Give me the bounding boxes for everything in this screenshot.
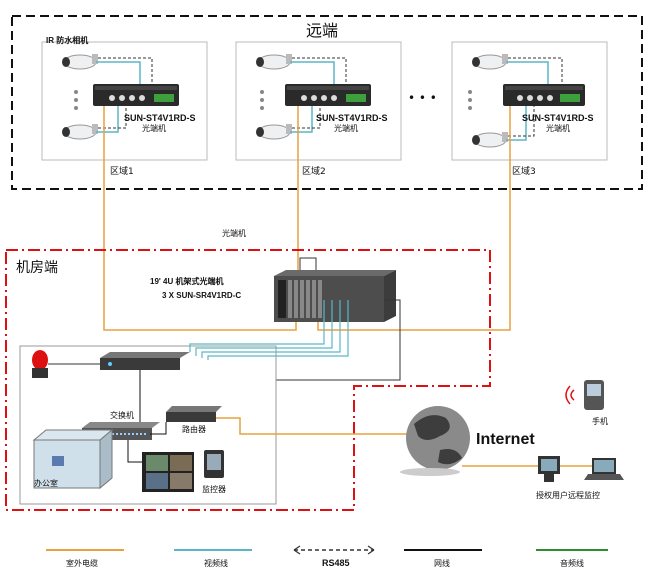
wireless-signal-icon bbox=[565, 385, 575, 405]
zone-3-devices bbox=[468, 54, 585, 148]
camera-icon bbox=[62, 54, 98, 70]
switch-label: 交换机 bbox=[110, 410, 134, 420]
machine-room-title: 机房端 bbox=[16, 260, 58, 276]
remote-user-label: 授权用户远程监控 bbox=[536, 490, 600, 500]
ir-camera-label: IR 防水相机 bbox=[46, 35, 88, 45]
legend-rs485: RS485 bbox=[322, 558, 350, 568]
alarm-light-icon bbox=[32, 350, 48, 378]
zone-2-label: 区域2 bbox=[302, 165, 326, 177]
desktop-pc-icon bbox=[538, 456, 560, 482]
remote-site-title: 远端 bbox=[306, 21, 338, 40]
camera-icon bbox=[62, 124, 98, 140]
internet-label: Internet bbox=[476, 431, 535, 448]
zone-2-model: SUN-ST4V1RD-S bbox=[316, 113, 388, 123]
zone-1-label: 区域1 bbox=[110, 165, 134, 177]
dvr-icon bbox=[100, 352, 190, 370]
zone-2-device-label: 光端机 bbox=[334, 123, 358, 133]
zone-3-model: SUN-ST4V1RD-S bbox=[522, 113, 594, 123]
zone-1-model: SUN-ST4V1RD-S bbox=[124, 113, 196, 123]
rack-receiver-icon bbox=[274, 270, 396, 322]
globe-icon bbox=[400, 406, 470, 476]
zone-2-devices bbox=[256, 54, 371, 140]
camera-icon bbox=[256, 54, 292, 70]
monitor-label: 监控器 bbox=[202, 484, 226, 494]
camera-icon bbox=[472, 54, 508, 70]
monitor-icon bbox=[204, 450, 224, 478]
monitor-wall-icon bbox=[142, 452, 194, 492]
office-label: 办公室 bbox=[34, 478, 58, 488]
rs485-rack-line bbox=[299, 257, 317, 270]
router-label: 路由器 bbox=[182, 424, 206, 434]
zone-1-devices bbox=[62, 54, 179, 140]
legend-audio-line: 音频线 bbox=[560, 558, 584, 568]
optical-transmitter-icon bbox=[503, 84, 585, 106]
zones-ellipsis: • • • bbox=[408, 91, 437, 105]
zone-3-device-label: 光端机 bbox=[546, 123, 570, 133]
optical-transmitter-icon bbox=[285, 84, 371, 106]
router-internet-cable bbox=[216, 417, 410, 435]
laptop-icon bbox=[584, 458, 624, 480]
mobile-phone-icon bbox=[584, 380, 604, 410]
remote-site-boundary bbox=[11, 15, 643, 190]
rack-model-line2: 3 X SUN-SR4V1RD-C bbox=[162, 291, 241, 300]
video-cables bbox=[189, 300, 349, 360]
zone-1-device-label: 光端机 bbox=[142, 123, 166, 133]
legend-video-line: 视频线 bbox=[204, 558, 228, 568]
legend: 室外电缆 视频线 RS485 网线 音频线 bbox=[46, 545, 608, 568]
zone-3-label: 区域3 bbox=[512, 165, 536, 177]
office-icon bbox=[32, 428, 114, 490]
legend-outdoor-cable: 室外电缆 bbox=[66, 558, 98, 568]
phone-label: 手机 bbox=[592, 416, 608, 426]
optical-transmitter-icon bbox=[93, 84, 179, 106]
router-icon bbox=[166, 406, 222, 422]
rack-model-line1: 19' 4U 机架式光端机 bbox=[150, 276, 223, 286]
camera-icon bbox=[472, 132, 508, 148]
optical-transceiver-label: 光端机 bbox=[222, 228, 246, 238]
camera-icon bbox=[256, 124, 292, 140]
machine-room-boundary bbox=[5, 249, 491, 511]
legend-network-cable: 网线 bbox=[434, 558, 450, 568]
